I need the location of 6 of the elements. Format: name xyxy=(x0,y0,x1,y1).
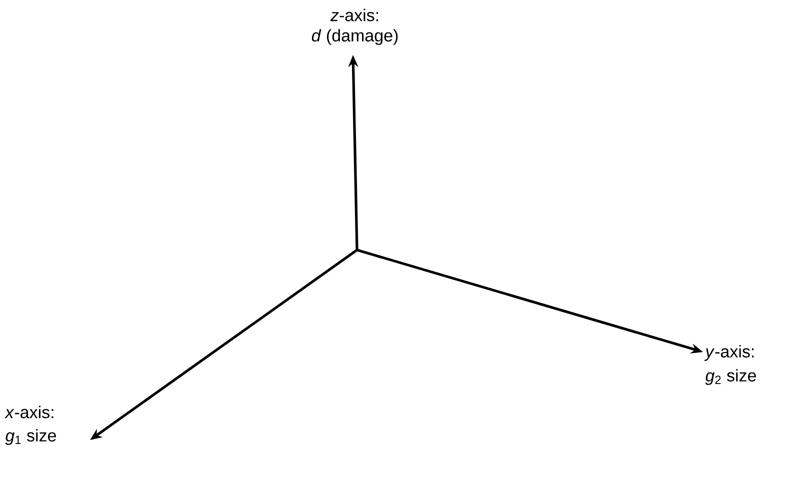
axis-label: g$_{1}$ size xyxy=(5,429,56,445)
axis-label: g$_{2}$ size xyxy=(705,369,756,385)
axis-label: y-axis: xyxy=(704,345,754,361)
axis-label: d (damage) xyxy=(312,29,398,45)
axis-label: z-axis: xyxy=(330,8,378,22)
axis-label: x-axis: xyxy=(4,406,54,418)
